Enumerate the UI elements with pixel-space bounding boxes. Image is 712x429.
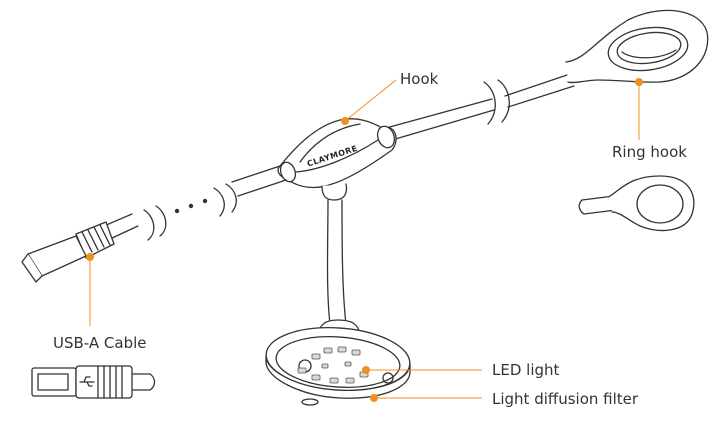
- hub: [277, 118, 397, 201]
- callout-usb-cable: [86, 253, 94, 326]
- ring-hook-side: [578, 175, 695, 232]
- lamp-base: [265, 327, 411, 406]
- ring-hook-top: [565, 9, 709, 84]
- callout-diffusion-filter: [370, 394, 482, 402]
- left-cable: [213, 165, 287, 217]
- continuation-dots: [174, 198, 208, 214]
- upper-cable: [385, 73, 575, 141]
- callouts: [86, 78, 643, 402]
- stem: [317, 199, 361, 335]
- label-hook: Hook: [400, 70, 439, 88]
- usb-plug-detail: [31, 365, 156, 399]
- label-ring-hook: Ring hook: [612, 143, 687, 161]
- usb-cable: [21, 205, 167, 283]
- callout-ring-hook: [635, 78, 643, 140]
- label-diffusion-filter: Light diffusion filter: [492, 390, 639, 408]
- led-lights: [297, 346, 369, 384]
- callout-led-light: [362, 366, 482, 374]
- callout-hook: [341, 79, 397, 125]
- label-usb-cable: USB-A Cable: [53, 334, 147, 352]
- label-led-light: LED light: [492, 361, 560, 379]
